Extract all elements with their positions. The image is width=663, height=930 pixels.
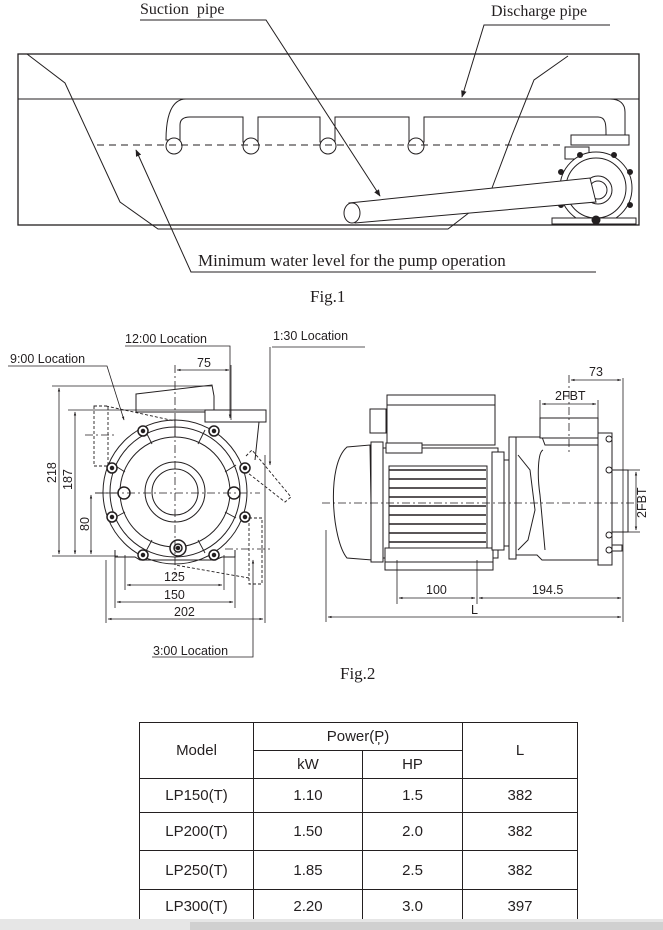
fig2-side-view — [322, 375, 640, 622]
dim-187-label: 187 — [61, 469, 75, 490]
table-header-row: Model Power(P̦) L — [139, 722, 578, 779]
dim-202-label: 202 — [174, 605, 195, 619]
jet-nozzle — [319, 137, 337, 155]
location-3-label: 3:00 Location — [153, 644, 228, 658]
terminal-box — [386, 394, 496, 446]
table-subheader-row: kW HP — [140, 750, 578, 779]
cell-hp: 1.5 — [362, 778, 463, 813]
suction-pipe-label: Suction pipe — [140, 1, 224, 18]
tub-outline — [17, 53, 640, 226]
discharge-manifold — [165, 98, 626, 143]
scrollbar-thumb[interactable] — [190, 922, 663, 930]
discharge-leader — [461, 24, 610, 98]
location-12-label: 12:00 Location — [125, 332, 207, 346]
cell-model: LP250(T) — [139, 850, 254, 890]
fig2-caption: Fig.2 — [340, 664, 375, 683]
cell-model: LP300(T) — [139, 889, 254, 924]
dim-218-label: 218 — [45, 462, 59, 483]
header-kw: kW — [253, 750, 363, 779]
horizontal-scrollbar[interactable] — [0, 919, 663, 930]
housing-bolts — [106, 425, 251, 561]
table-row: LP300(T) 2.20 3.0 397 — [139, 889, 578, 924]
cell-kw: 2.20 — [253, 889, 363, 924]
dim-L-label: L — [471, 603, 478, 617]
discharge-pipe-label: Discharge pipe — [491, 3, 587, 20]
cell-kw: 1.10 — [253, 778, 363, 813]
table-row: LP150(T) 1.10 1.5 382 — [139, 778, 578, 813]
tub-left-wall — [26, 53, 471, 230]
cell-l: 382 — [462, 778, 578, 813]
dim-194-label: 194.5 — [532, 583, 563, 597]
motor-fan-cover — [333, 444, 373, 561]
dim-125-label: 125 — [164, 570, 185, 584]
dim-75-label: 75 — [197, 356, 211, 370]
cell-l: 382 — [462, 850, 578, 890]
cell-l: 382 — [462, 812, 578, 851]
pump-icon-small — [551, 134, 637, 225]
header-hp: HP — [362, 750, 463, 779]
water-level-leader — [135, 149, 596, 273]
cell-hp: 2.5 — [362, 850, 463, 890]
location-130-label: 1:30 Location — [273, 329, 348, 343]
fig2-front-view — [8, 345, 365, 658]
cell-model: LP200(T) — [139, 812, 254, 851]
jet-nozzle — [407, 137, 425, 155]
jet-nozzle — [165, 137, 183, 155]
tub-right-wall — [491, 55, 569, 189]
fig1-installation-diagram — [17, 19, 640, 273]
cell-hp: 2.0 — [362, 812, 463, 851]
dim-80-label: 80 — [78, 517, 92, 531]
table-row: LP200(T) 1.50 2.0 382 — [139, 812, 578, 851]
cell-kw: 1.85 — [253, 850, 363, 890]
header-power: Power(P̦) — [253, 722, 463, 751]
suction-pipe-shape — [343, 177, 597, 224]
dim-100-label: 100 — [426, 583, 447, 597]
table-row: LP250(T) 1.85 2.5 382 — [139, 850, 578, 890]
min-water-level-label: Minimum water level for the pump operati… — [198, 251, 506, 270]
spec-table-container: Model Power(P̦) L kW HP LP150(T) 1.10 1.… — [139, 722, 578, 924]
jet-nozzle — [242, 137, 260, 155]
pump-head — [508, 436, 601, 561]
dim-73-label: 73 — [589, 365, 603, 379]
dim-150-label: 150 — [164, 588, 185, 602]
header-model: Model — [139, 722, 254, 779]
spec-table: Model Power(P̦) L kW HP LP150(T) 1.10 1.… — [139, 722, 578, 924]
header-l: L — [462, 722, 578, 779]
cell-kw: 1.50 — [253, 812, 363, 851]
dim-2fbt-top-label: 2FBT — [555, 389, 586, 403]
suction-leader — [140, 19, 381, 197]
location-9-label: 9:00 Location — [10, 352, 85, 366]
fig1-caption: Fig.1 — [310, 287, 345, 306]
dim-2fbt-side-label: 2FBT — [635, 487, 649, 518]
cell-model: LP150(T) — [139, 778, 254, 813]
